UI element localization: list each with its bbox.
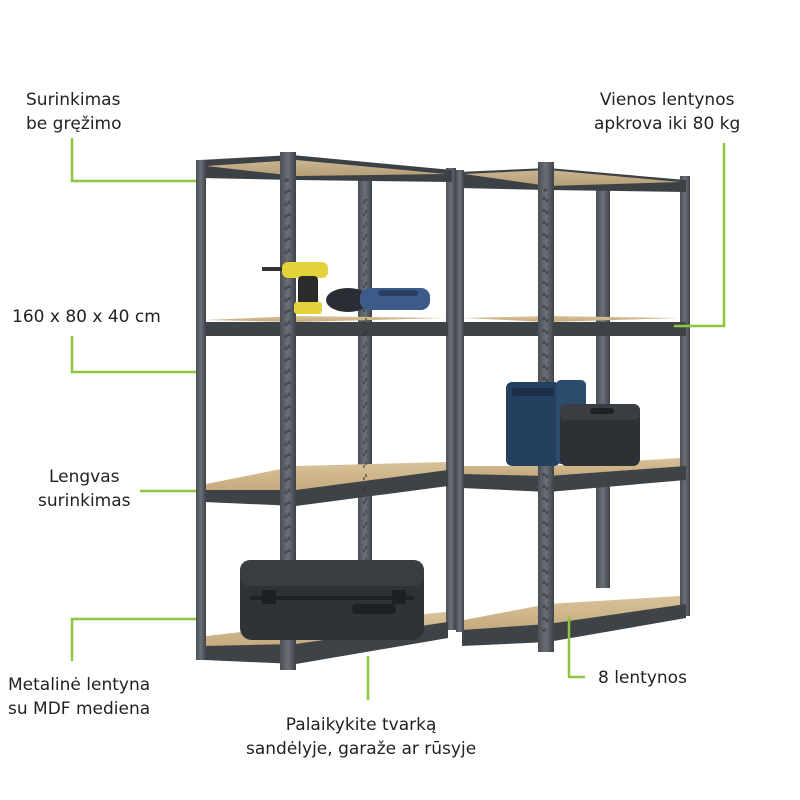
feature-label-line: sandėlyje, garaže ar rūsyje [246, 739, 477, 759]
large-hard-case [240, 560, 424, 640]
tool-cases [506, 380, 640, 466]
left-unit-shelf-3-front [204, 470, 448, 506]
feature-label-line: Palaikykite tvarką [285, 715, 437, 735]
callout-line-dimensions [70, 336, 196, 374]
drill-and-grinder [262, 262, 430, 314]
feature-label-line: be gręžimo [26, 114, 122, 134]
feature-label-line: su MDF mediena [8, 699, 151, 719]
left-unit-shelf-3-mdf [206, 462, 446, 492]
left-unit-front-post-right [280, 152, 296, 670]
feature-label-shelf-load: Vienos lentynos apkrova iki 80 kg [594, 88, 740, 136]
right-unit-shelf-3-front [462, 466, 686, 492]
feature-label-no-drilling: Surinkimas be gręžimo [26, 88, 122, 136]
feature-label-material: Metalinė lentyna su MDF mediena [8, 673, 150, 721]
right-unit-shelf-2-front [462, 322, 686, 336]
right-unit-shelf-bottom-mdf [464, 596, 680, 632]
feature-label-dimensions: 160 x 80 x 40 cm [12, 305, 161, 329]
right-unit-shelf-top-mdf [464, 170, 680, 186]
callout-lines [70, 138, 726, 700]
callout-line-material [70, 617, 196, 661]
callout-line-shelf-load [674, 143, 726, 328]
right-unit-shelf-bottom-front [462, 604, 686, 646]
feature-label-usage: Palaikykite tvarką sandėlyje, garaže ar … [246, 713, 476, 761]
callout-line-no-drilling [70, 138, 196, 183]
callout-line-shelf-count [567, 616, 585, 679]
left-unit-shelf-2-front [204, 322, 448, 336]
feature-label-shelf-count: 8 lentynos [598, 666, 687, 690]
right-unit-shelf-2-mdf [464, 316, 680, 322]
feature-label-line: 160 x 80 x 40 cm [12, 307, 161, 327]
left-unit-shelf-top-mdf [206, 160, 446, 176]
feature-label-easy-assembly: Lengvas surinkimas [38, 465, 131, 513]
feature-label-line: Lengvas [48, 467, 120, 487]
feature-label-line: 8 lentynos [598, 668, 687, 688]
left-unit-back-post-right [446, 168, 456, 630]
right-unit-back-post-right [680, 176, 690, 616]
feature-label-line: Metalinė lentyna [8, 675, 151, 695]
feature-label-line: apkrova iki 80 kg [594, 114, 741, 134]
left-unit-front-post-left [196, 160, 206, 660]
feature-label-line: surinkimas [38, 491, 131, 511]
feature-label-line: Surinkimas [26, 90, 121, 110]
right-unit-front-post-left [456, 170, 464, 632]
left-unit-shelf-2-mdf [206, 316, 446, 322]
right-unit-back-post-left [596, 188, 610, 588]
feature-label-line: Vienos lentynos [599, 90, 735, 110]
